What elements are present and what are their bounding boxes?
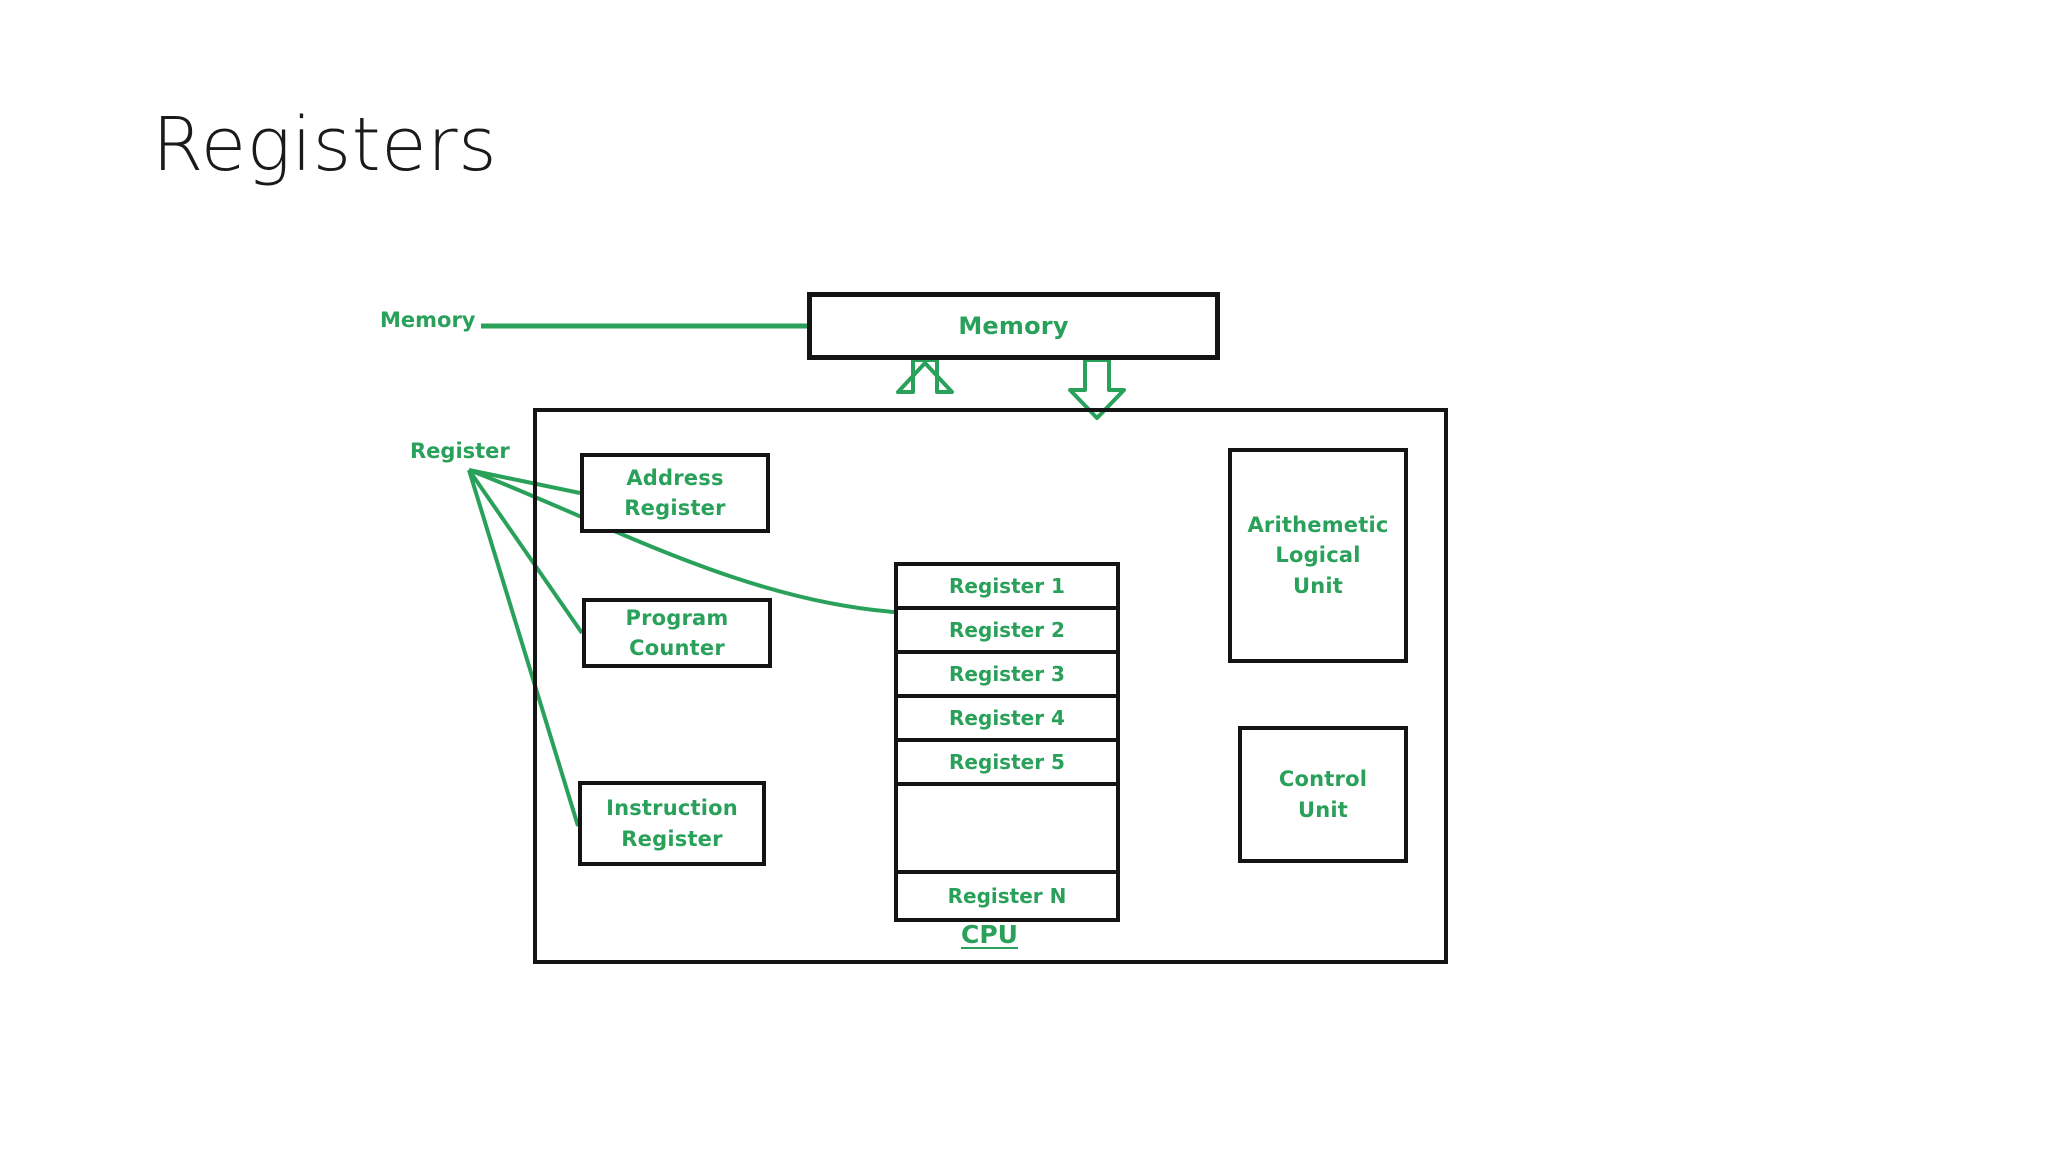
instruction-register-box: Instruction Register [578,781,766,866]
memory-read-arrow [896,358,954,394]
register-outer-label: Register [410,439,510,463]
register-cell: Register 5 [898,742,1116,786]
register-cell: Register 4 [898,698,1116,742]
register-cell: Register N [947,884,1067,908]
program-counter-text: Program Counter [625,603,728,664]
memory-box: Memory [807,292,1220,360]
control-unit-line-2: Unit [1297,797,1349,822]
memory-box-label: Memory [958,311,1069,340]
address-register-line-2: Register [624,496,726,520]
alu-line-3: Unit [1292,573,1344,598]
program-counter-box: Program Counter [582,598,772,668]
arithmetic-logical-unit-box: Arithemetic Logical Unit [1228,448,1408,663]
address-register-box: Address Register [580,453,770,533]
instruction-register-line-1: Instruction [606,796,738,821]
instruction-register-text: Instruction Register [606,793,738,854]
address-register-text: Address Register [624,463,725,524]
program-counter-line-1: Program [625,605,729,630]
alu-line-2: Logical [1275,543,1361,568]
register-cell: Register 1 [898,566,1116,610]
address-register-line-1: Address [626,465,724,490]
page-title: Registers [152,102,498,188]
control-unit-line-1: Control [1278,767,1368,792]
control-unit-text: Control Unit [1279,764,1367,825]
register-cell: Register 2 [898,610,1116,654]
alu-line-1: Arithemetic [1247,512,1389,537]
alu-text: Arithemetic Logical Unit [1247,510,1388,601]
instruction-register-line-2: Register [621,826,723,851]
register-cell: Register 3 [898,654,1116,698]
cpu-box [533,408,1448,964]
memory-outer-label: Memory [380,308,476,332]
control-unit-box: Control Unit [1238,726,1408,863]
program-counter-line-2: Counter [629,636,725,660]
cpu-caption: CPU [961,920,1018,949]
register-cell-empty [898,786,1116,874]
